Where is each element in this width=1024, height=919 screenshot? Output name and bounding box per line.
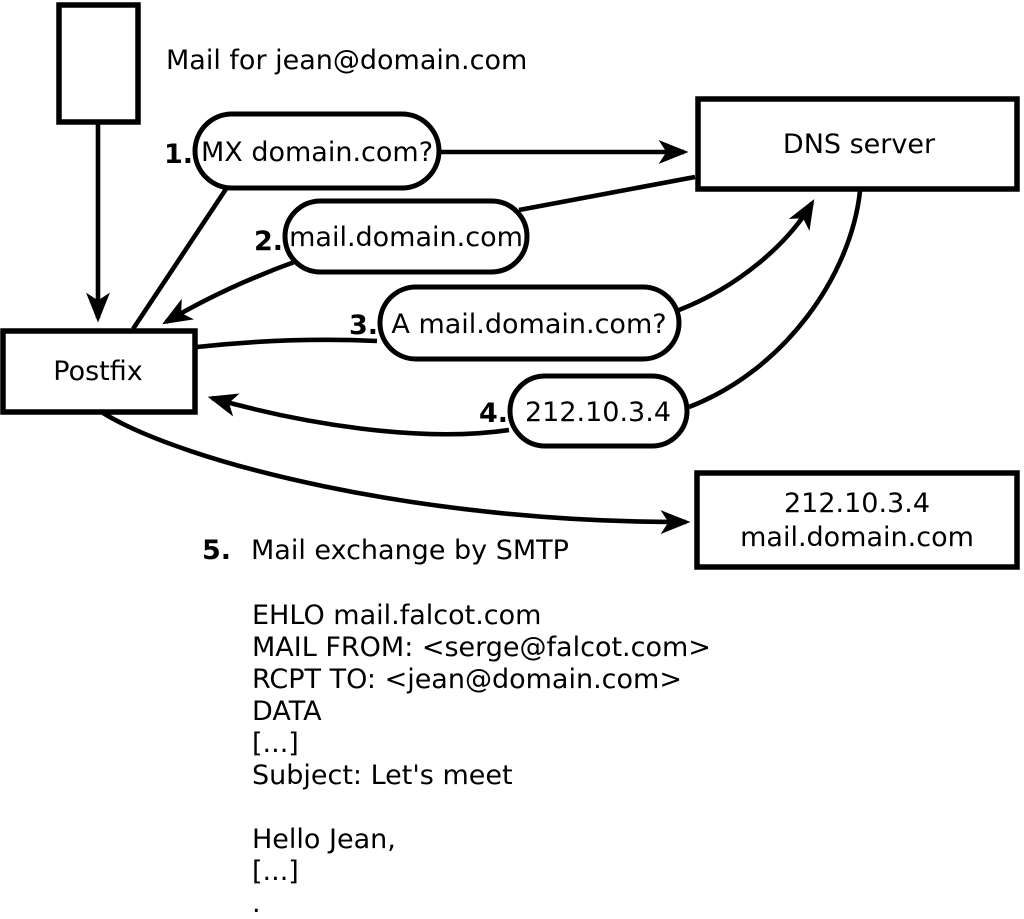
line-postfix-to-query3 xyxy=(196,337,378,350)
transcript-line: [...] xyxy=(252,728,299,759)
postfix-label: Postfix xyxy=(53,356,142,387)
line-dns-to-response4 xyxy=(688,190,863,410)
query1-label: MX domain.com? xyxy=(201,137,433,168)
step5-number: 5. xyxy=(202,535,231,566)
arrow-smtp-to-mailserver xyxy=(101,411,691,535)
query3-label: A mail.domain.com? xyxy=(391,309,666,340)
smtp-transcript: EHLO mail.falcot.com MAIL FROM: <serge@f… xyxy=(252,600,711,919)
response2-pill xyxy=(282,198,530,275)
step3-number: 3. xyxy=(349,310,378,341)
step5-label: Mail exchange by SMTP xyxy=(251,535,569,566)
postfix-box xyxy=(0,328,198,415)
line-dns-to-response2 xyxy=(518,174,696,213)
dns-server-box xyxy=(695,96,1020,192)
response4-label: 212.10.3.4 xyxy=(525,397,671,428)
query1-pill xyxy=(192,111,442,191)
transcript-line: Subject: Let's meet xyxy=(252,760,513,791)
step1-number: 1. xyxy=(164,139,193,170)
transcript-line: MAIL FROM: <serge@falcot.com> xyxy=(252,632,711,663)
dns-server-label: DNS server xyxy=(783,129,936,160)
step4-number: 4. xyxy=(479,398,508,429)
mail-message-box xyxy=(56,2,141,125)
transcript-line: EHLO mail.falcot.com xyxy=(252,600,541,631)
step2-number: 2. xyxy=(254,226,283,257)
transcript-line: DATA xyxy=(252,696,322,727)
arrow-response2-to-postfix xyxy=(162,258,298,325)
transcript-line: [...] xyxy=(252,856,299,887)
mail-server-hostname: mail.domain.com xyxy=(740,522,974,553)
arrow-query3-to-dns xyxy=(678,199,815,313)
response2-label: mail.domain.com xyxy=(289,222,523,253)
query3-pill xyxy=(377,284,682,362)
response4-pill xyxy=(507,373,690,449)
mail-server-ip: 212.10.3.4 xyxy=(784,488,930,519)
mail-server-box xyxy=(694,470,1020,570)
mail-for-label: Mail for jean@domain.com xyxy=(166,45,527,76)
transcript-line: . xyxy=(252,888,261,919)
line-postfix-to-query1 xyxy=(131,184,230,331)
transcript-line: Hello Jean, xyxy=(252,824,396,855)
arrow-response4-to-postfix xyxy=(207,393,510,437)
transcript-line: RCPT TO: <jean@domain.com> xyxy=(252,664,682,695)
